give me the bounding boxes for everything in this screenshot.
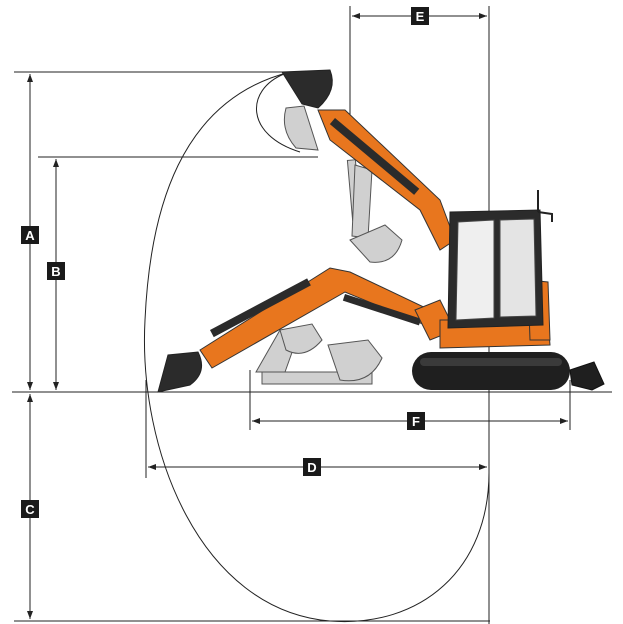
svg-text:A: A <box>25 228 35 243</box>
svg-text:F: F <box>412 414 420 429</box>
excavator-body <box>412 190 605 391</box>
cab-handle <box>537 211 553 222</box>
extended-bucket <box>157 351 203 393</box>
raised-boom-assembly <box>281 69 456 251</box>
dimension-label-d: D <box>303 458 321 476</box>
ghost-arm-positions <box>255 105 403 385</box>
raised-boom-cylinder <box>329 117 420 195</box>
svg-text:B: B <box>51 264 60 279</box>
dimension-label-a: A <box>21 226 39 244</box>
dimension-label-e: E <box>411 7 429 25</box>
ghost-bucket-mid <box>349 224 403 263</box>
dimension-label-b: B <box>47 262 65 280</box>
extended-boom-cylinder <box>209 278 311 338</box>
working-range-envelope <box>143 71 490 623</box>
cab-window-front <box>455 219 495 321</box>
ghost-bucket-upper <box>283 105 319 151</box>
svg-text:C: C <box>25 502 35 517</box>
ghost-arm-mid <box>351 164 373 239</box>
dimension-label-c: C <box>21 500 39 518</box>
svg-text:E: E <box>416 9 425 24</box>
crawler-track <box>412 352 570 390</box>
bucket-tip-arc <box>255 73 301 153</box>
ghost-bucket-low-right <box>327 339 383 382</box>
extended-arm-cylinder <box>342 294 422 326</box>
svg-text:D: D <box>307 460 316 475</box>
dimension-label-f: F <box>407 412 425 430</box>
cab-window-side <box>499 218 537 318</box>
extended-boom-assembly <box>157 267 431 393</box>
crawler-track-highlight <box>420 358 562 366</box>
raised-boom <box>317 109 456 251</box>
ghost-bucket-low-left <box>279 323 323 354</box>
raised-bucket <box>281 69 333 109</box>
dozer-blade <box>569 361 605 391</box>
arrow-heads <box>27 13 568 619</box>
